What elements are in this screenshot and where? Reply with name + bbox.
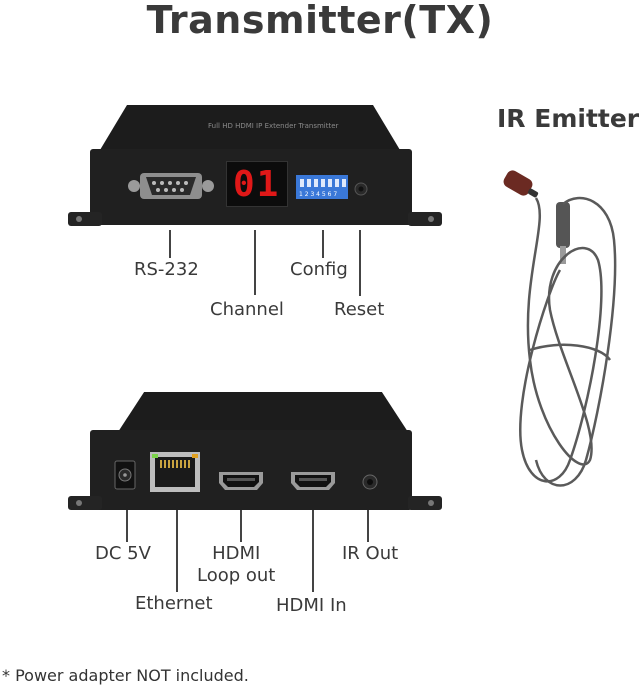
channel-display-digits: 01 [233, 164, 281, 205]
config-dip-switch-icon[interactable]: 1 2 3 4 5 6 7 [296, 175, 348, 199]
ir-emitter-cable-icon [503, 170, 617, 487]
config-label: Config [290, 259, 348, 280]
footnote: * Power adapter NOT included. [2, 666, 249, 685]
device-top-text: Full HD HDMI IP Extender Transmitter [208, 122, 339, 130]
dc-jack-icon [114, 460, 136, 490]
reset-label: Reset [334, 299, 385, 320]
transmitter-rear-device [60, 392, 450, 522]
page-title: Transmitter(TX) [146, 0, 494, 42]
svg-text:1 2 3 4 5 6 7: 1 2 3 4 5 6 7 [299, 191, 337, 198]
hdmi-in-port-icon [291, 472, 335, 490]
ir-emitter-title: IR Emitter [497, 104, 640, 133]
dc-5v-label: DC 5V [95, 543, 151, 564]
ir-out-label: IR Out [342, 543, 399, 564]
channel-display: 01 [226, 161, 288, 207]
hdmi-loop-out-port-icon [219, 472, 263, 490]
rs232-port-icon [128, 173, 214, 199]
transmitter-front-device: Full HD HDMI IP Extender Transmitter 01 … [60, 105, 450, 235]
rs232-label: RS-232 [134, 259, 199, 280]
ethernet-label: Ethernet [135, 593, 213, 614]
ethernet-port-icon [150, 452, 200, 492]
hdmi-in-label: HDMI In [276, 595, 347, 616]
reset-button-icon[interactable] [354, 182, 368, 196]
channel-label: Channel [210, 299, 284, 320]
ir-out-jack-icon [362, 474, 378, 490]
hdmi-loop-out-label: HDMI Loop out [197, 543, 276, 586]
